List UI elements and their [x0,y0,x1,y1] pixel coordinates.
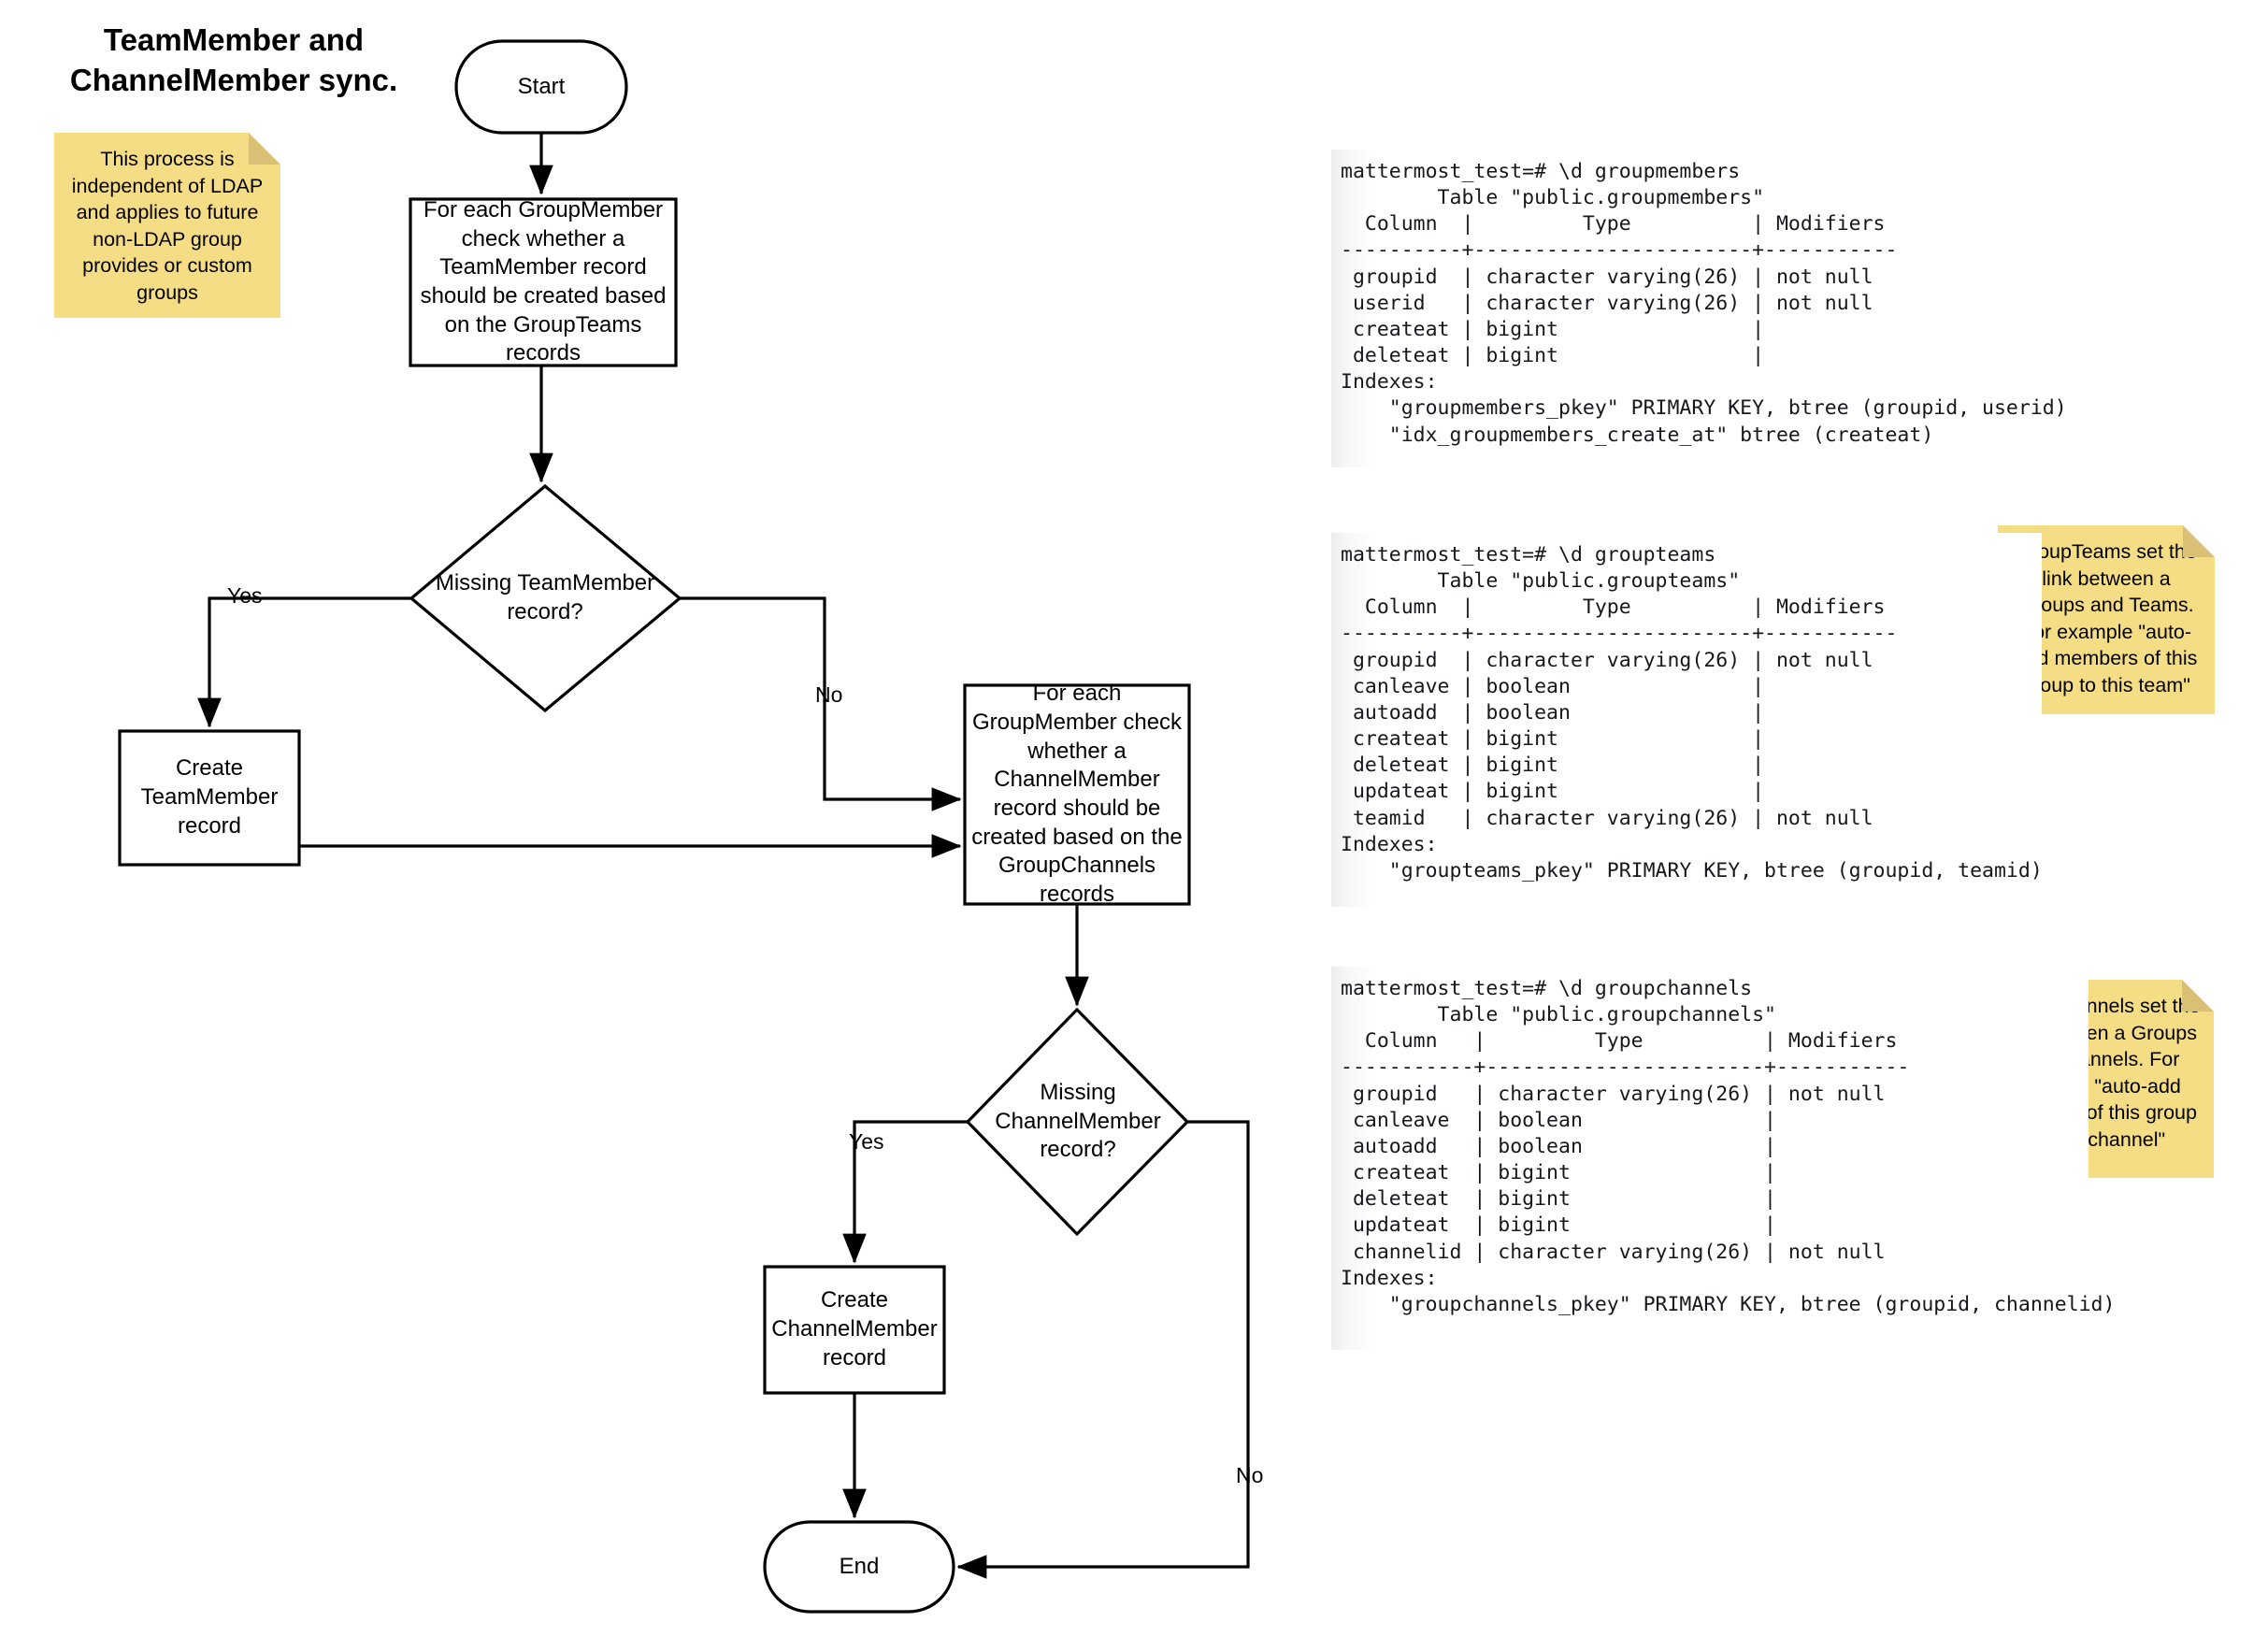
note-groupteams-text: GroupTeams set the link between a Groups… [2015,540,2198,696]
terminal-output-groupmembers: mattermost_test=# \d groupmembers Table … [1331,150,2067,467]
note-ldap-text: This process is independent of LDAP and … [71,148,264,304]
node-process-channelmember-shape [963,683,1191,906]
terminal-output-groupteams: mattermost_test=# \d groupteams Table "p… [1331,533,2043,907]
node-decision-channelmember-label: Missing ChannelMember record? [995,1079,1161,1163]
node-process-teammember-label: For each GroupMember check whether a Tea… [420,196,667,366]
node-process-channelmember-label: For each GroupMember check whether a Cha… [971,681,1183,908]
edge-label-channel-yes: Yes [849,1129,884,1154]
edge-label-team-yes: Yes [227,583,263,608]
edge-label-channel-no: No [1236,1463,1264,1487]
node-start-label: Start [517,73,566,99]
terminal-output-groupchannels: mattermost_test=# \d groupchannels Table… [1331,967,2115,1350]
node-create-teammember-label: Create TeamMember record [140,755,279,839]
node-decision-channelmember-shape [965,1007,1190,1237]
edge-label-team-no: No [815,682,843,707]
note-ldap: This process is independent of LDAP and … [54,133,280,318]
node-decision-teammember-label: Missing TeamMember record? [435,570,655,624]
page-title: TeamMember and ChannelMember sync. [69,22,398,97]
node-start-shape [454,39,628,135]
node-end-label: End [839,1553,880,1579]
node-decision-teammember-shape [409,483,682,713]
node-create-channelmember-shape [763,1265,946,1395]
node-process-teammember-shape [409,197,678,367]
node-end-shape [763,1520,955,1614]
node-create-teammember-shape [118,729,301,867]
node-create-channelmember-label: Create ChannelMember record [771,1287,938,1371]
